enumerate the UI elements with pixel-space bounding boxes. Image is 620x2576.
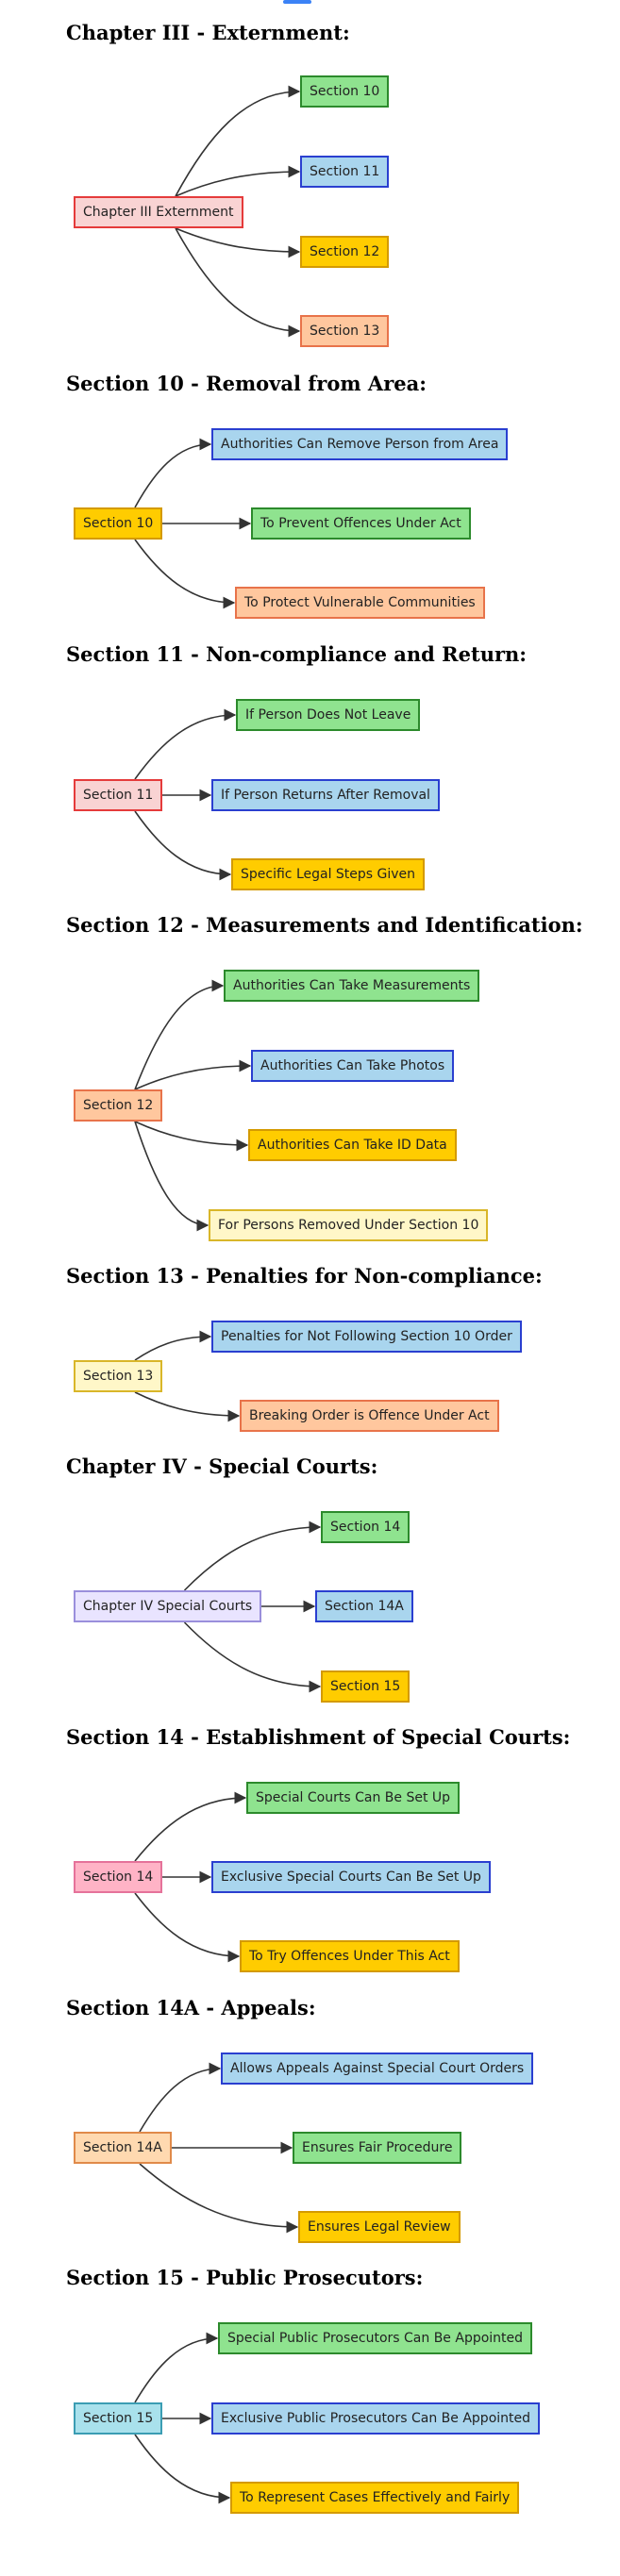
- section10-root-node: Section 10: [74, 507, 163, 540]
- chapter3-heading: Chapter III - Externment:: [66, 21, 350, 44]
- section14a-root-node: Section 14A: [74, 2132, 172, 2164]
- chapter4-child-1: Section 14: [321, 1511, 411, 1543]
- chapter4-edge-3: [183, 1621, 322, 1693]
- section13-heading: Section 13 - Penalties for Non-complianc…: [66, 1264, 543, 1288]
- section14a-edge-3: [139, 2163, 299, 2234]
- section14-child-1: Special Courts Can Be Set Up: [246, 1782, 461, 1814]
- section14-heading: Section 14 - Establishment of Special Co…: [66, 1725, 571, 1749]
- section15-child-2: Exclusive Public Prosecutors Can Be Appo…: [211, 2402, 541, 2435]
- section15-edge-3: [134, 2434, 231, 2504]
- section10-child-2: To Prevent Offences Under Act: [251, 507, 471, 540]
- section13-edge-2: [134, 1391, 241, 1422]
- section14a-child-3: Ensures Legal Review: [298, 2211, 461, 2243]
- section14a-edge-1: [139, 2062, 222, 2133]
- section13-child-1: Penalties for Not Following Section 10 O…: [211, 1321, 522, 1353]
- section10-heading: Section 10 - Removal from Area:: [66, 372, 427, 395]
- chapter3-child-4: Section 13: [300, 315, 390, 347]
- chapter4-edge-1: [183, 1521, 322, 1591]
- section14a-child-1: Allows Appeals Against Special Court Ord…: [221, 2052, 534, 2085]
- section14-child-3: To Try Offences Under This Act: [240, 1940, 460, 1972]
- chapter4-heading: Chapter IV - Special Courts:: [66, 1454, 378, 1478]
- chapter4-root-node: Chapter IV Special Courts: [74, 1590, 262, 1622]
- section10-child-3: To Protect Vulnerable Communities: [235, 587, 485, 619]
- section11-edge-3: [134, 810, 232, 881]
- chapter3-edge-4: [175, 227, 301, 338]
- section11-child-1: If Person Does Not Leave: [236, 699, 421, 731]
- section12-child-1: Authorities Can Take Measurements: [224, 970, 480, 1002]
- section10-edge-1: [134, 438, 212, 508]
- section14a-heading: Section 14A - Appeals:: [66, 1996, 316, 2019]
- section13-edge-1: [134, 1330, 212, 1361]
- section14-edge-1: [134, 1791, 247, 1862]
- section10-edge-3: [134, 539, 236, 609]
- chapter3-child-2: Section 11: [300, 156, 390, 188]
- section12-child-2: Authorities Can Take Photos: [251, 1050, 455, 1082]
- section14-root-node: Section 14: [74, 1861, 163, 1893]
- section14-child-2: Exclusive Special Courts Can Be Set Up: [211, 1861, 491, 1893]
- chapter4-child-3: Section 15: [321, 1670, 411, 1703]
- chapter3-child-3: Section 12: [300, 236, 390, 268]
- section12-edge-4: [134, 1121, 209, 1232]
- chapter3-edge-3: [175, 227, 301, 258]
- section12-root-node: Section 12: [74, 1089, 163, 1122]
- section13-root-node: Section 13: [74, 1360, 163, 1392]
- section15-root-node: Section 15: [74, 2402, 163, 2435]
- section12-edge-1: [134, 979, 225, 1090]
- chapter4-child-2: Section 14A: [315, 1590, 413, 1622]
- section15-child-1: Special Public Prosecutors Can Be Appoin…: [218, 2322, 533, 2354]
- section12-child-3: Authorities Can Take ID Data: [248, 1129, 457, 1161]
- section14a-child-2: Ensures Fair Procedure: [293, 2132, 462, 2164]
- chapter3-root-node: Chapter III Externment: [74, 196, 243, 228]
- section15-child-3: To Represent Cases Effectively and Fairl…: [230, 2482, 520, 2514]
- chapter3-edge-1: [175, 85, 301, 197]
- section10-child-1: Authorities Can Remove Person from Area: [211, 428, 509, 460]
- section12-heading: Section 12 - Measurements and Identifica…: [66, 913, 583, 937]
- section11-root-node: Section 11: [74, 779, 163, 811]
- section12-edge-2: [134, 1059, 252, 1090]
- section11-heading: Section 11 - Non-compliance and Return:: [66, 642, 528, 666]
- section11-edge-1: [134, 708, 237, 780]
- section12-child-4: For Persons Removed Under Section 10: [209, 1209, 489, 1241]
- section15-edge-1: [134, 2332, 219, 2403]
- top-edge-marker: [283, 0, 311, 4]
- section11-child-2: If Person Returns After Removal: [211, 779, 440, 811]
- section15-heading: Section 15 - Public Prosecutors:: [66, 2266, 424, 2289]
- chapter3-child-1: Section 10: [300, 75, 390, 108]
- section13-child-2: Breaking Order is Offence Under Act: [240, 1400, 499, 1432]
- chapter3-edge-2: [175, 165, 301, 197]
- section14-edge-3: [134, 1892, 241, 1963]
- section11-child-3: Specific Legal Steps Given: [231, 858, 426, 890]
- section12-edge-3: [134, 1121, 249, 1152]
